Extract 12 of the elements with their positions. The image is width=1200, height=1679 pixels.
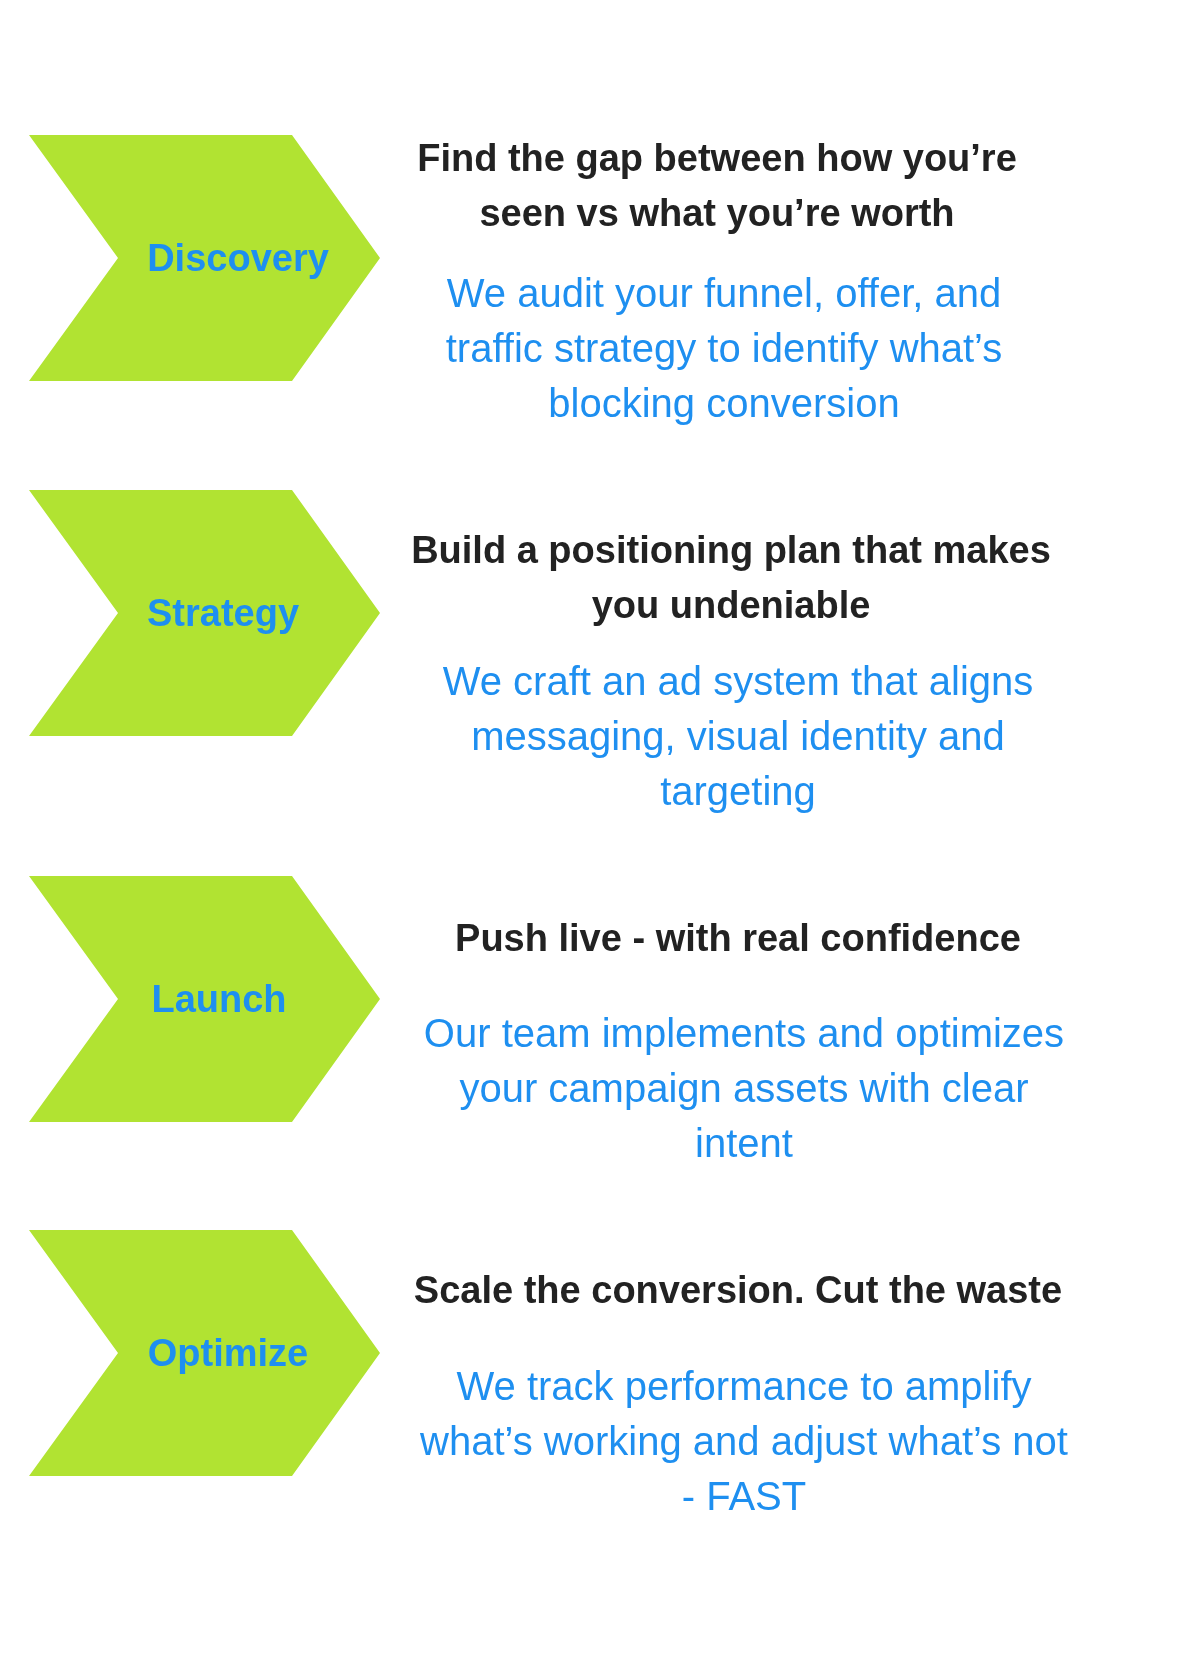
step-description: Our team implements and optimizes your campaign assets with clear intent bbox=[422, 1010, 1066, 1167]
stage-label: Strategy bbox=[146, 591, 300, 636]
stage-label: Launch bbox=[151, 977, 287, 1022]
step-heading: Build a positioning plan that makes you undeniable bbox=[410, 528, 1052, 628]
step-heading: Scale the conversion. Cut the waste bbox=[412, 1268, 1064, 1313]
stage-label: Optimize bbox=[147, 1331, 309, 1376]
step-heading: Find the gap between how you’re seen vs what you’re worth bbox=[416, 136, 1018, 236]
stage-label: Discovery bbox=[147, 236, 329, 281]
step-description: We audit your funnel, offer, and traffic strategy to identify what’s blocking conversion bbox=[444, 270, 1004, 427]
step-heading: Push live - with real confidence bbox=[454, 916, 1022, 961]
step-description: We track performance to amplify what’s working and adjust what’s not - FAST bbox=[419, 1363, 1069, 1520]
step-description: We craft an ad system that aligns messaging, visual identity and targeting bbox=[441, 658, 1035, 815]
